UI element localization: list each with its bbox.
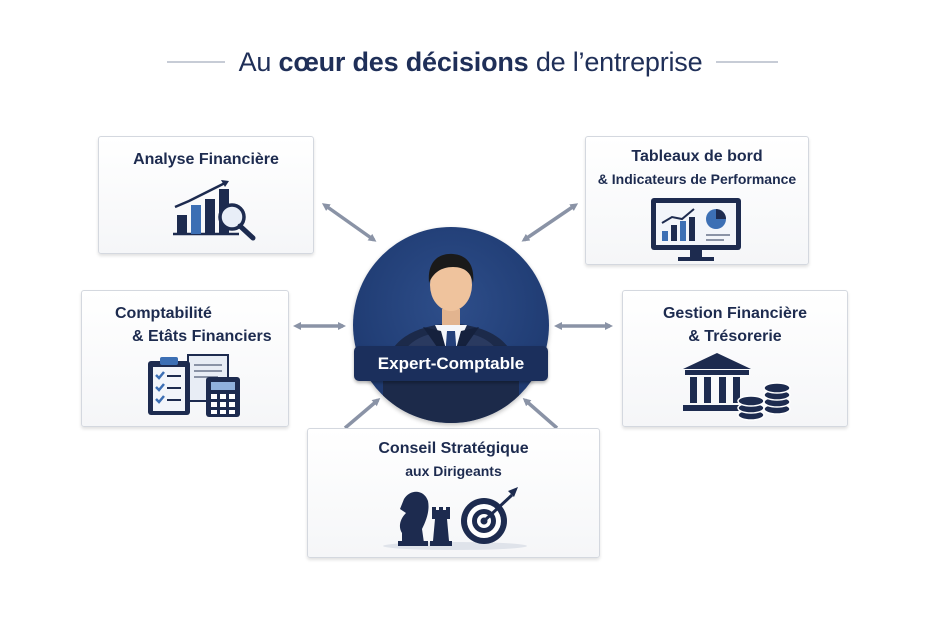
card-title: Conseil Stratégique xyxy=(378,440,529,457)
chess-target-icon xyxy=(383,487,527,550)
card-subtitle: & Trésorerie xyxy=(688,328,782,345)
card-title: Tableaux de bord xyxy=(631,148,763,165)
diagram-title: Au cœur des décisions de l’entreprise xyxy=(0,40,945,84)
card-tableaux-de-bord: Tableaux de bord & Indicateurs de Perfor… xyxy=(585,136,809,265)
expert-circle xyxy=(353,227,549,423)
clipboard-calculator-icon xyxy=(148,354,240,417)
card-subtitle: & Etâts Financiers xyxy=(132,328,272,345)
card-title: Gestion Financière xyxy=(662,305,808,322)
title-text: Au cœur des décisions de l’entreprise xyxy=(239,47,703,78)
bar-chart-magnifier-icon xyxy=(173,180,256,241)
title-rule-right xyxy=(716,61,779,63)
bank-coins-icon xyxy=(683,353,791,421)
title-rule-left xyxy=(166,61,225,63)
arrow-tableaux xyxy=(521,203,579,242)
title-bold: cœur des décisions xyxy=(278,46,529,77)
person-icon xyxy=(383,253,519,423)
card-analyse-financiere: Analyse Financière xyxy=(98,136,314,254)
title-suffix: de l’entreprise xyxy=(535,46,703,77)
card-subtitle: aux Dirigeants xyxy=(405,463,502,479)
arrow-conseil-left xyxy=(343,398,381,430)
card-title: Comptabilité xyxy=(115,305,212,322)
title-prefix: Au xyxy=(238,46,272,77)
expert-comptable-label: Expert-Comptable xyxy=(354,346,548,381)
card-conseil-strategique: Conseil Stratégique aux Dirigeants xyxy=(307,428,600,558)
arrow-conseil-right xyxy=(522,398,559,430)
card-subtitle: & Indicateurs de Performance xyxy=(597,171,797,187)
card-comptabilite: Comptabilité & Etâts Financiers xyxy=(81,290,289,427)
arrow-analyse xyxy=(321,203,377,242)
dashboard-monitor-icon xyxy=(651,198,741,261)
card-title: Analyse Financière xyxy=(133,151,279,168)
card-gestion-financiere: Gestion Financière & Trésorerie xyxy=(622,290,848,427)
